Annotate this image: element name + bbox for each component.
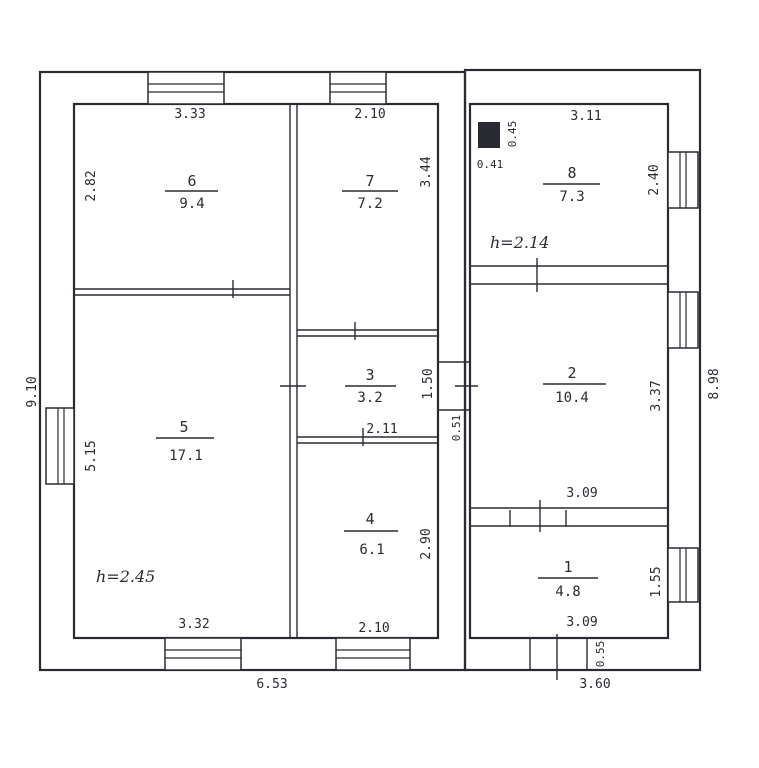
dim-room8-width: 3.11 — [570, 109, 601, 124]
room-5-number: 5 — [179, 418, 188, 436]
room-1-area: 4.8 — [555, 584, 580, 600]
dim-room8-depth: 2.40 — [647, 164, 662, 195]
room-6-area: 9.4 — [179, 196, 204, 212]
room-7-number: 7 — [365, 172, 374, 190]
room-7-area: 7.2 — [357, 196, 382, 212]
ceiling-height-main: h=2.45 — [96, 567, 155, 586]
room-6-number: 6 — [187, 172, 196, 190]
dim-room5-depth: 5.15 — [84, 440, 99, 471]
room-labels: 6 9.4 7 7.2 8 7.3 3 3.2 2 10.4 5 17.1 4 … — [156, 164, 606, 600]
window-room2 — [667, 291, 699, 349]
dim-annex-width: 3.60 — [579, 677, 610, 692]
dim-stove-side-b: 0.41 — [477, 158, 504, 171]
dim-room4-depth: 2.90 — [419, 528, 434, 559]
dim-room7-depth: 3.44 — [419, 156, 434, 187]
window-room6 — [147, 71, 225, 105]
room-8-area: 7.3 — [559, 189, 584, 205]
ceiling-height-annex: h=2.14 — [490, 233, 549, 252]
dim-room2-width: 3.09 — [566, 486, 597, 501]
dim-room3-depth: 1.50 — [421, 368, 436, 399]
room-3-area: 3.2 — [357, 390, 382, 406]
room-2-area: 10.4 — [555, 390, 589, 406]
room-2-number: 2 — [567, 364, 576, 382]
dim-room7-width: 2.10 — [354, 107, 385, 122]
window-room8 — [667, 151, 699, 209]
dim-main-length: 9.10 — [25, 376, 40, 407]
room-1-number: 1 — [563, 558, 572, 576]
window-room5-south — [164, 637, 242, 671]
dim-stove-side-a: 0.45 — [506, 121, 519, 148]
room-4-number: 4 — [365, 510, 374, 528]
dim-room1-depth: 1.55 — [649, 566, 664, 597]
room-5-area: 17.1 — [169, 448, 203, 464]
outer-walls — [38, 68, 702, 672]
room-8-number: 8 — [567, 164, 576, 182]
window-room1 — [667, 547, 699, 603]
dim-room5-width: 3.32 — [178, 617, 209, 632]
windows — [45, 71, 699, 671]
stove — [478, 122, 500, 148]
dim-annex-length: 8.98 — [707, 368, 722, 399]
dim-entry-step: 0.55 — [594, 641, 607, 668]
dimension-labels: 3.33 2.82 2.10 3.44 3.11 2.40 0.45 0.41 … — [25, 107, 722, 692]
dim-main-width: 6.53 — [256, 677, 287, 692]
window-room7 — [329, 71, 387, 105]
dim-partition: 0.51 — [450, 415, 463, 442]
dim-room4-width: 2.10 — [358, 621, 389, 636]
room-4-area: 6.1 — [359, 542, 384, 558]
dim-room6-depth: 2.82 — [84, 170, 99, 201]
window-room5-west — [45, 407, 75, 485]
dim-room2-depth: 3.37 — [649, 380, 664, 411]
dim-room1-width: 3.09 — [566, 615, 597, 630]
window-room4 — [335, 637, 411, 671]
dim-room6-width: 3.33 — [174, 107, 205, 122]
room-3-number: 3 — [365, 366, 374, 384]
interior-partitions — [74, 104, 668, 680]
dim-room3-width: 2.11 — [366, 422, 397, 437]
